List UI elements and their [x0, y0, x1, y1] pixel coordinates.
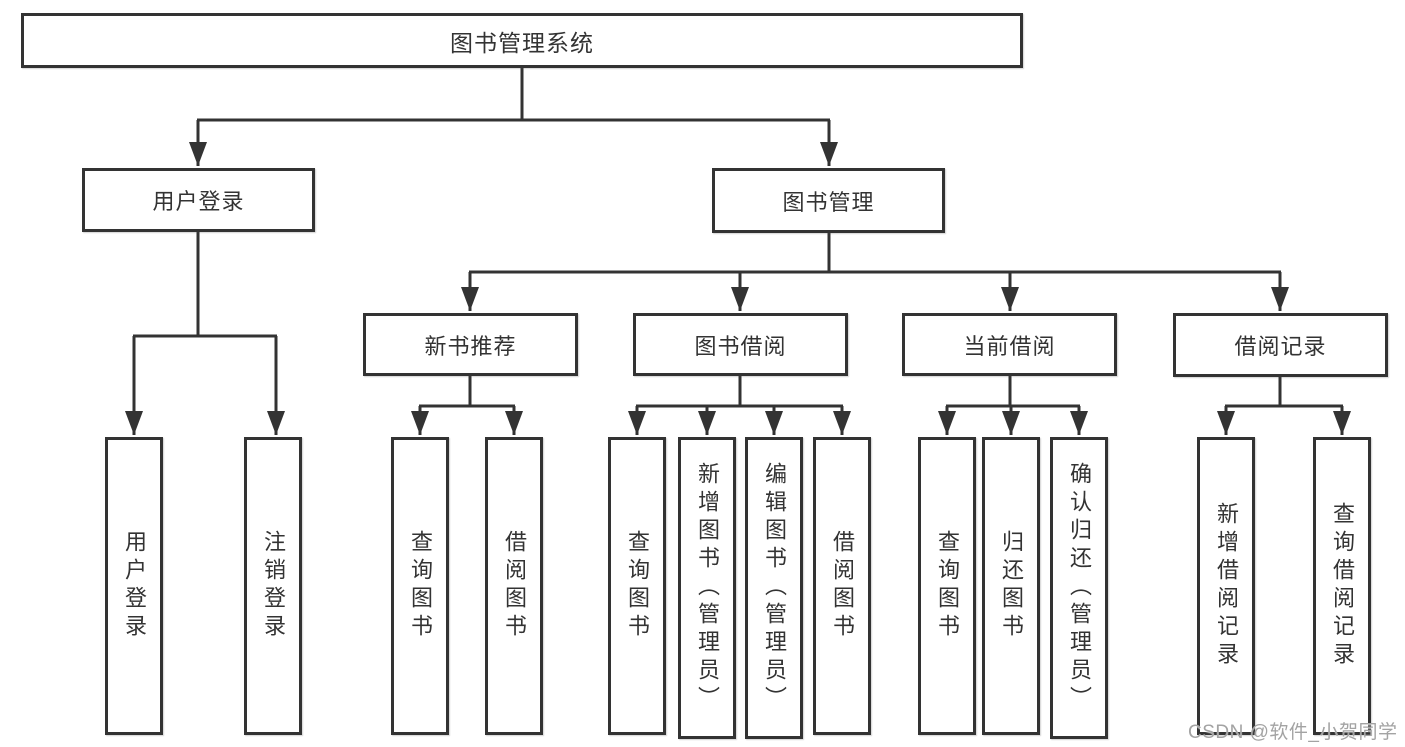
leaf-logout: 注销登录: [244, 437, 302, 735]
leaf-return-book: 归还图书: [982, 437, 1040, 735]
trunk-borrow-records: [1225, 377, 1343, 408]
leaf-edit-book-admin: 编辑图书（管理员）: [745, 437, 803, 739]
leaf-add-borrow-record: 新增借阅记录: [1197, 437, 1255, 735]
trunk-book-borrow: [636, 376, 843, 408]
node-label: 图书借阅: [694, 333, 787, 359]
node-new-book-recommend: 新书推荐: [363, 313, 578, 376]
node-current-borrow: 当前借阅: [902, 313, 1117, 376]
node-label: 确认归还（管理员）: [1067, 462, 1092, 714]
node-book-borrow: 图书借阅: [633, 313, 848, 376]
node-borrow-records: 借阅记录: [1173, 313, 1388, 377]
leaf-query-books-borrow: 查询图书: [608, 437, 666, 735]
node-library-system: 图书管理系统: [21, 13, 1023, 68]
node-label: 借阅图书: [830, 530, 855, 642]
leaf-borrow-books-2: 借阅图书: [813, 437, 871, 735]
node-label: 查询图书: [408, 530, 433, 642]
node-label: 用户登录: [122, 530, 147, 642]
node-user-login: 用户登录: [82, 168, 315, 232]
leaf-query-books-recommend: 查询图书: [391, 437, 449, 735]
leaf-user-login: 用户登录: [105, 437, 163, 735]
trunk-new-book: [419, 376, 515, 408]
leaf-query-books-current: 查询图书: [918, 437, 976, 735]
node-label: 新增借阅记录: [1214, 502, 1239, 670]
trunk-user-login: [133, 232, 277, 338]
trunk-current-borrow: [946, 375, 1080, 408]
node-label: 归还图书: [999, 530, 1024, 642]
node-label: 新增图书（管理员）: [695, 462, 720, 714]
node-label: 借阅图书: [502, 530, 527, 642]
leaf-query-borrow-record: 查询借阅记录: [1313, 437, 1371, 735]
node-label: 借阅记录: [1234, 334, 1327, 359]
node-label: 查询借阅记录: [1330, 502, 1355, 670]
node-label: 查询图书: [625, 530, 650, 642]
node-label: 用户登录: [152, 189, 245, 214]
node-label: 查询图书: [935, 530, 960, 642]
node-label: 图书管理系统: [450, 29, 594, 56]
trunk-root: [197, 68, 830, 122]
leaf-confirm-return-admin: 确认归还（管理员）: [1050, 437, 1108, 739]
csdn-watermark: CSDN @软件_小贺同学: [1188, 722, 1398, 743]
node-label: 编辑图书（管理员）: [762, 462, 787, 714]
node-label: 注销登录: [261, 530, 286, 642]
node-label: 新书推荐: [424, 333, 517, 359]
leaf-add-book-admin: 新增图书（管理员）: [678, 437, 736, 739]
node-label: 当前借阅: [963, 333, 1056, 359]
trunk-book-management: [469, 233, 1281, 274]
node-label: 图书管理: [782, 189, 875, 215]
leaf-borrow-books-recommend: 借阅图书: [485, 437, 543, 735]
node-book-management: 图书管理: [712, 168, 945, 233]
